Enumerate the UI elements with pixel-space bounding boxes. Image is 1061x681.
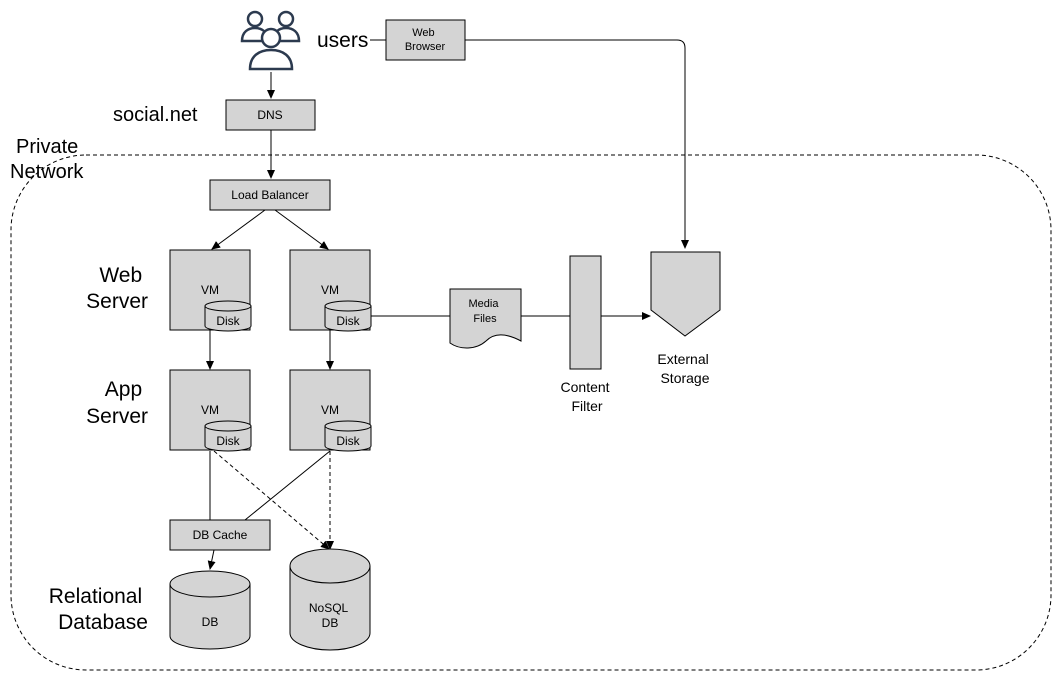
content-filter-label: Content Filter [561, 379, 614, 414]
edge-browser-storage [465, 39, 689, 249]
svg-text:Disk: Disk [216, 314, 240, 328]
db-cache-node: DB Cache [169, 519, 271, 551]
nosql-db-node: NoSQL DB [289, 548, 371, 651]
svg-text:Web Browser: Web Browser [405, 27, 446, 53]
external-storage-node [650, 251, 721, 337]
svg-text:NoSQL DB: NoSQL DB [309, 601, 351, 630]
svg-text:Disk: Disk [216, 434, 240, 448]
web-server-label: Web Server [86, 264, 148, 313]
svg-text:VM: VM [201, 403, 219, 417]
svg-text:Load Balancer: Load Balancer [231, 188, 308, 202]
svg-text:DNS: DNS [257, 108, 282, 122]
dns-node: DNS [225, 99, 316, 131]
svg-text:Disk: Disk [336, 434, 360, 448]
edge-lb-web1 [211, 209, 266, 250]
svg-text:VM: VM [321, 283, 339, 297]
svg-text:VM: VM [321, 403, 339, 417]
relational-database-label: Relational Database [49, 585, 148, 634]
load-balancer-node: Load Balancer [209, 179, 331, 211]
users-label: users [317, 29, 368, 52]
web-browser-node: Web Browser [385, 19, 466, 61]
app-vm-2: VM Disk [289, 369, 372, 452]
web-vm-2: VM Disk [289, 249, 372, 332]
edge-lb-web2 [274, 209, 329, 250]
app-server-label: App Server [86, 378, 148, 428]
media-files-node: Media Files [449, 288, 522, 349]
svg-text:VM: VM [201, 283, 219, 297]
content-filter-node [569, 255, 602, 370]
svg-text:DB Cache: DB Cache [193, 528, 248, 542]
users-icon [240, 10, 301, 71]
svg-text:DB: DB [202, 615, 219, 629]
app-vm-1: VM Disk [169, 369, 252, 452]
external-storage-label: External Storage [657, 351, 712, 386]
private-network-boundary [10, 154, 1052, 671]
relational-db-node: DB [169, 570, 251, 650]
app-vm-1-disk: Disk [204, 420, 252, 452]
web-vm-1: VM Disk [169, 249, 252, 332]
private-network-label: Private Network [10, 136, 84, 183]
svg-text:Media Files: Media Files [468, 298, 501, 325]
edge-app2-cache [244, 450, 331, 521]
svg-text:Disk: Disk [336, 314, 360, 328]
edge-cache-db [207, 549, 216, 570]
site-label: social.net [113, 104, 198, 126]
web-vm-2-disk: Disk [324, 300, 372, 332]
web-vm-1-disk: Disk [204, 300, 252, 332]
app-vm-2-disk: Disk [324, 420, 372, 452]
